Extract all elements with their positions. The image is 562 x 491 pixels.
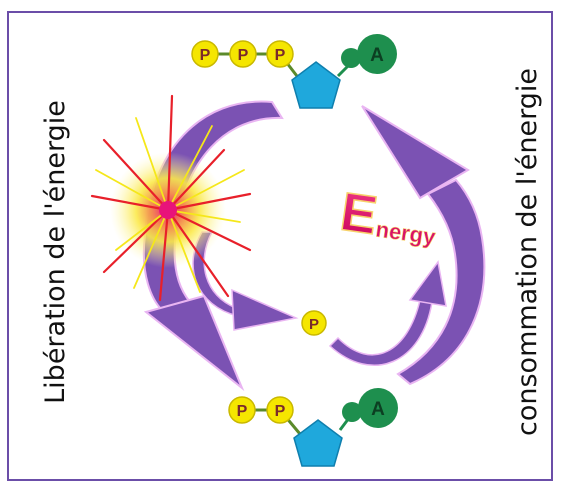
adenine-icon: A [342,388,398,428]
svg-text:P: P [238,47,249,64]
consumption-arrow [361,105,486,386]
consumption-side-label: consommation de l'énergie [512,68,543,436]
phosphate-icon: P [191,40,219,68]
atp-molecule: P P P A [191,34,397,109]
svg-text:P: P [237,403,248,420]
svg-text:P: P [309,316,319,333]
energy-burst-icon [90,94,252,302]
adp-molecule: P P A [228,388,398,467]
adenine-icon: A [341,34,397,74]
phosphate-icon: P [266,396,294,424]
svg-text:A: A [371,399,385,420]
svg-text:P: P [275,47,286,64]
free-phosphate-icon: P [301,310,327,336]
svg-text:A: A [370,45,384,66]
phosphate-uptake-arrow [328,260,447,366]
phosphate-icon: P [266,40,294,68]
svg-text:P: P [275,403,286,420]
ribose-pentagon-icon [291,61,341,109]
release-side-label: Libération de l'énergie [40,100,71,404]
svg-text:P: P [200,47,211,64]
phosphate-icon: P [228,396,256,424]
energy-rest: nergy [374,216,438,249]
phosphate-icon: P [229,40,257,68]
ribose-pentagon-icon [293,419,343,467]
